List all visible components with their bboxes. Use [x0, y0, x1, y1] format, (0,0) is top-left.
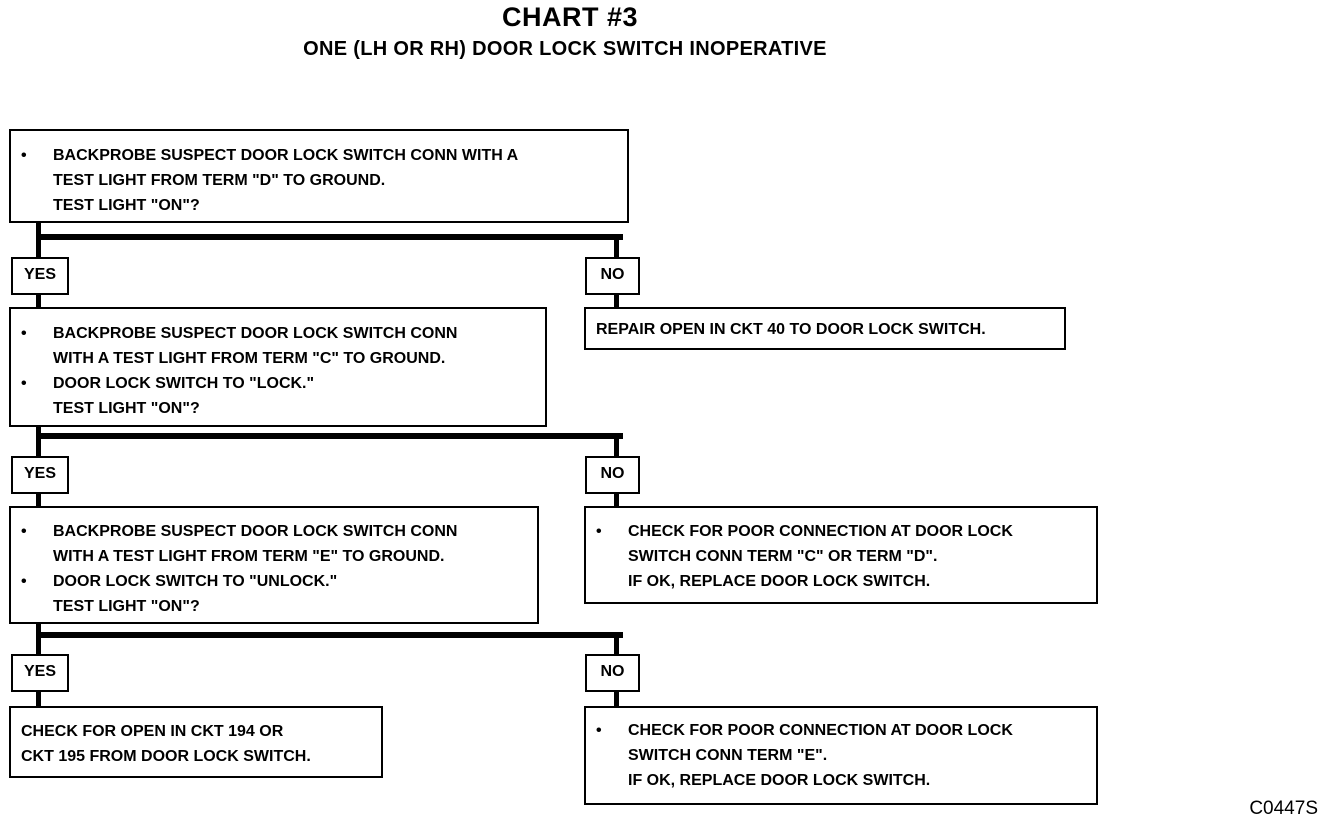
connector-3d [614, 692, 619, 708]
no-2-line-1: CHECK FOR POOR CONNECTION AT DOOR LOCK [628, 523, 1013, 540]
no-3-line-1: CHECK FOR POOR CONNECTION AT DOOR LOCK [628, 722, 1013, 739]
yes-3-line-1: CHECK FOR OPEN IN CKT 194 OR [21, 723, 284, 740]
step-3-box: • BACKPROBE SUSPECT DOOR LOCK SWITCH CON… [9, 506, 539, 624]
yes-label-3: YES [11, 654, 69, 692]
no-label-3: NO [585, 654, 640, 692]
connector-3c [36, 692, 41, 708]
step-1-box: • BACKPROBE SUSPECT DOOR LOCK SWITCH CON… [9, 129, 629, 223]
connector-1b [614, 234, 619, 259]
connector-1c [36, 295, 41, 309]
connector-3b [614, 632, 619, 656]
no-1-line-1: REPAIR OPEN IN CKT 40 TO DOOR LOCK SWITC… [596, 321, 986, 338]
no-3-line-2: SWITCH CONN TERM "E". [628, 747, 828, 764]
connector-1d [614, 295, 619, 309]
yes-label-2: YES [11, 456, 69, 494]
no-2-line-2: SWITCH CONN TERM "C" OR TERM "D". [628, 548, 938, 565]
branch-bar-3 [36, 632, 623, 638]
step-2-line-1: BACKPROBE SUSPECT DOOR LOCK SWITCH CONN [53, 325, 458, 342]
bullet: • [21, 573, 27, 590]
step-1-line-1: BACKPROBE SUSPECT DOOR LOCK SWITCH CONN … [53, 147, 519, 164]
no-1-result-box: REPAIR OPEN IN CKT 40 TO DOOR LOCK SWITC… [584, 307, 1066, 350]
branch-bar-1 [36, 234, 623, 240]
chart-title: CHART #3 [501, 2, 639, 32]
no-3-line-3: IF OK, REPLACE DOOR LOCK SWITCH. [628, 772, 931, 789]
step-3-line-1: BACKPROBE SUSPECT DOOR LOCK SWITCH CONN [53, 523, 458, 540]
step-2-line-2: WITH A TEST LIGHT FROM TERM "C" TO GROUN… [53, 350, 446, 367]
bullet: • [21, 147, 27, 164]
no-label-1: NO [585, 257, 640, 295]
no-label-2: NO [585, 456, 640, 494]
bullet: • [596, 523, 602, 540]
step-2-line-4: TEST LIGHT "ON"? [53, 400, 200, 417]
connector-2a [36, 426, 41, 458]
connector-2b [614, 433, 619, 458]
connector-2d [614, 494, 619, 508]
step-2-box: • BACKPROBE SUSPECT DOOR LOCK SWITCH CON… [9, 307, 547, 427]
step-2-line-3: DOOR LOCK SWITCH TO "LOCK." [53, 375, 315, 392]
bullet: • [21, 375, 27, 392]
bullet: • [596, 722, 602, 739]
figure-code: C0447S [1249, 798, 1318, 819]
step-3-line-4: TEST LIGHT "ON"? [53, 598, 200, 615]
no-2-result-box: • CHECK FOR POOR CONNECTION AT DOOR LOCK… [584, 506, 1098, 604]
connector-2c [36, 494, 41, 508]
yes-label-1: YES [11, 257, 69, 295]
step-1-line-2: TEST LIGHT FROM TERM "D" TO GROUND. [53, 172, 386, 189]
branch-bar-2 [36, 433, 623, 439]
chart-subtitle: ONE (LH OR RH) DOOR LOCK SWITCH INOPERAT… [303, 38, 827, 60]
connector-3a [36, 622, 41, 656]
yes-3-line-2: CKT 195 FROM DOOR LOCK SWITCH. [21, 748, 311, 765]
step-3-line-3: DOOR LOCK SWITCH TO "UNLOCK." [53, 573, 338, 590]
no-2-line-3: IF OK, REPLACE DOOR LOCK SWITCH. [628, 573, 931, 590]
step-3-line-2: WITH A TEST LIGHT FROM TERM "E" TO GROUN… [53, 548, 445, 565]
connector-1a [36, 221, 41, 259]
step-1-line-3: TEST LIGHT "ON"? [53, 197, 200, 214]
no-3-result-box: • CHECK FOR POOR CONNECTION AT DOOR LOCK… [584, 706, 1098, 805]
bullet: • [21, 325, 27, 342]
bullet: • [21, 523, 27, 540]
yes-3-result-box: CHECK FOR OPEN IN CKT 194 OR CKT 195 FRO… [9, 706, 383, 778]
